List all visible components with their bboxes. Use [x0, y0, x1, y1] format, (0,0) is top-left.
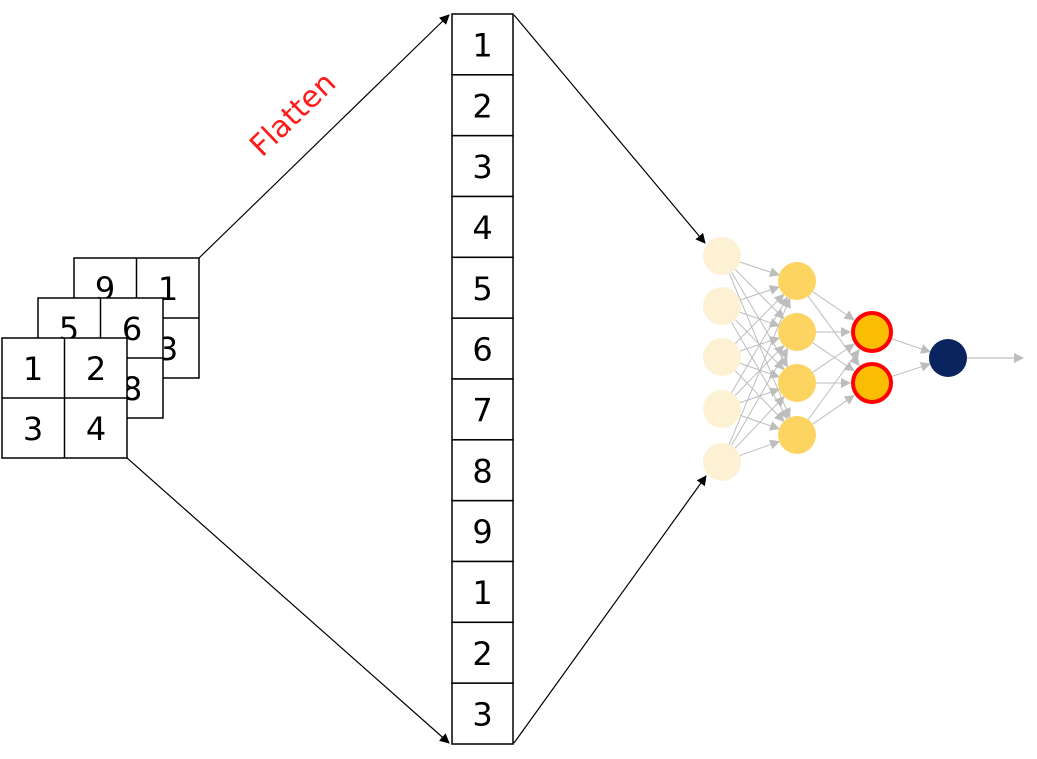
vector-to-network-arrow-top	[513, 14, 706, 244]
vector-cell	[451, 378, 514, 441]
network-edge	[734, 293, 785, 344]
vector-cell	[451, 134, 514, 198]
vector-cell	[451, 499, 514, 563]
network-edge	[812, 394, 855, 425]
vector-cell-value: 2	[472, 635, 492, 673]
hidden-node	[778, 262, 816, 300]
network-edge	[739, 261, 780, 277]
vector-cell	[451, 560, 514, 624]
vector-cell-value: 9	[472, 513, 492, 551]
network-edge	[739, 439, 781, 457]
matrix-cell: 1	[23, 350, 43, 388]
network-edge	[731, 347, 789, 446]
input-node	[703, 287, 741, 325]
hidden-node	[778, 364, 816, 402]
flatten-arrow-top	[198, 14, 450, 259]
vector-cell-value: 4	[472, 209, 492, 247]
network-nodes	[703, 237, 967, 481]
vector-cell-value: 7	[472, 391, 492, 429]
network-edge	[812, 291, 855, 321]
highlighted-node	[851, 362, 893, 404]
vector-to-network-arrow-bottom	[513, 475, 707, 744]
input-node	[703, 443, 741, 481]
network-edge	[812, 342, 855, 372]
vector-cell	[451, 621, 514, 684]
input-node	[703, 338, 741, 376]
hidden-node	[778, 313, 816, 351]
vector-cell-value: 6	[472, 331, 492, 369]
network-edge	[889, 337, 931, 354]
hidden-node	[778, 416, 816, 454]
network-edge	[812, 343, 855, 373]
neural-network	[703, 237, 1024, 481]
output-node	[929, 339, 967, 377]
vector-cell	[451, 195, 514, 259]
vector-cell-value: 1	[472, 26, 492, 64]
input-node	[703, 237, 741, 275]
input-node	[703, 390, 741, 428]
network-edge	[731, 296, 788, 393]
flatten-arrow-bottom	[126, 457, 450, 744]
matrix-cell: 4	[86, 410, 106, 448]
vector-cell	[451, 74, 514, 137]
vector-cell-value: 5	[472, 270, 492, 308]
vector-cell	[451, 13, 514, 76]
matrix-cell: 3	[23, 410, 43, 448]
vector-cell	[451, 682, 514, 745]
network-edge	[889, 361, 931, 378]
vector-cell-value: 3	[472, 696, 492, 734]
vector-cell-value: 8	[472, 452, 492, 490]
network-edge	[734, 396, 785, 449]
highlighted-node	[851, 311, 893, 353]
network-edges	[728, 261, 931, 457]
network-edge	[807, 348, 860, 420]
vector-cell	[451, 439, 514, 502]
flatten-label: Flatten	[243, 66, 343, 164]
flattened-vector: 1 2 3 4 5 6 7 8 9 1 2 3	[451, 13, 514, 745]
vector-cell	[451, 317, 514, 380]
vector-cell-value: 3	[472, 148, 492, 186]
network-edge	[739, 285, 780, 301]
vector-cell-value: 1	[472, 574, 492, 612]
matrix-cell: 2	[86, 350, 106, 388]
network-edge	[728, 297, 791, 445]
feature-map-front: 1 2 3 4	[1, 337, 128, 459]
vector-cell-value: 2	[472, 87, 492, 125]
